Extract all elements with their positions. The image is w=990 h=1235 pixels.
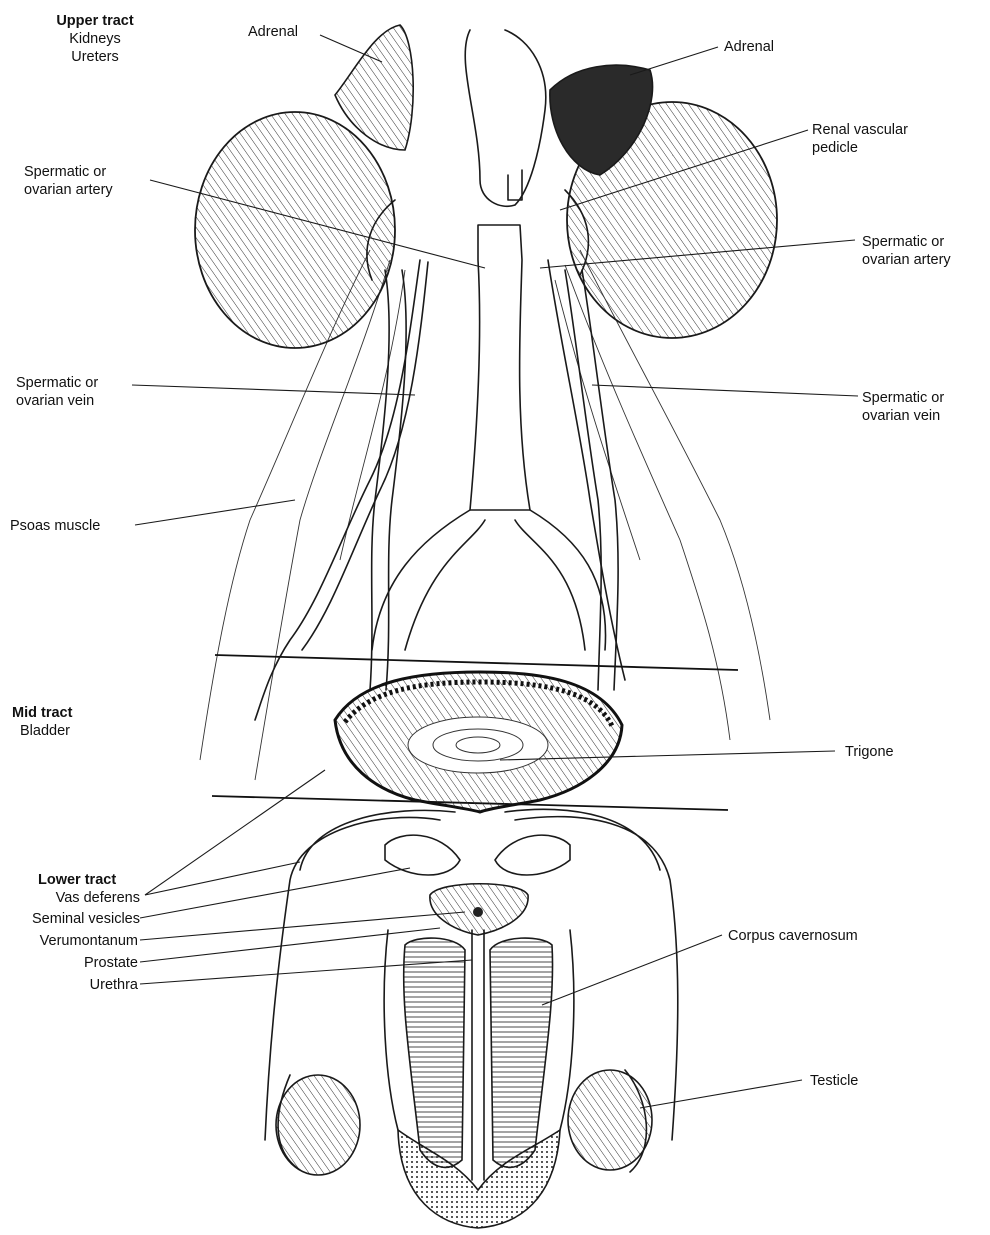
label-adrenal-left: Adrenal xyxy=(248,23,298,41)
label-renal-vascular-pedicle-1: Renal vascular xyxy=(812,121,908,139)
aortic-bifurcation xyxy=(372,510,606,650)
label-adrenal-right: Adrenal xyxy=(724,38,774,56)
label-spermatic-artery-left-1: Spermatic or xyxy=(24,163,106,181)
label-corpus-cavernosum: Corpus cavernosum xyxy=(728,927,858,945)
label-seminal-vesicles: Seminal vesicles xyxy=(0,910,140,928)
label-prostate: Prostate xyxy=(0,954,138,972)
label-spermatic-artery-right-2: ovarian artery xyxy=(862,251,951,269)
vena-cava xyxy=(465,30,546,206)
label-psoas-muscle: Psoas muscle xyxy=(10,517,100,535)
trigone-area xyxy=(408,717,548,773)
seminal-vesicle-right xyxy=(495,835,570,875)
verumontanum-mark xyxy=(473,907,483,917)
label-spermatic-artery-left-2: ovarian artery xyxy=(24,181,113,199)
mid-tract-title: Mid tract xyxy=(12,704,72,722)
label-urethra: Urethra xyxy=(0,976,138,994)
testicle-right xyxy=(568,1070,652,1170)
corpus-cavernosum-right xyxy=(490,938,553,1167)
label-spermatic-vein-left-1: Spermatic or xyxy=(16,374,98,392)
label-spermatic-vein-right-1: Spermatic or xyxy=(862,389,944,407)
label-trigone: Trigone xyxy=(845,743,894,761)
ureter-left xyxy=(370,270,389,690)
label-renal-vascular-pedicle-2: pedicle xyxy=(812,139,858,157)
ureter-right xyxy=(565,270,601,690)
label-vas-deferens: Vas deferens xyxy=(0,889,140,907)
corpus-cavernosum-left xyxy=(404,938,465,1167)
upper-tract-ureters: Ureters xyxy=(40,48,150,66)
label-spermatic-vein-right-2: ovarian vein xyxy=(862,407,940,425)
lower-tract-title: Lower tract xyxy=(38,871,116,889)
mid-tract-bladder: Bladder xyxy=(20,722,70,740)
aorta xyxy=(470,225,530,510)
label-verumontanum: Verumontanum xyxy=(0,932,138,950)
label-testicle: Testicle xyxy=(810,1072,858,1090)
label-spermatic-artery-right-1: Spermatic or xyxy=(862,233,944,251)
urethra-channel xyxy=(472,930,484,1180)
upper-tract-kidneys: Kidneys xyxy=(40,30,150,48)
upper-tract-title: Upper tract xyxy=(40,12,150,30)
spermatic-vein-right xyxy=(548,260,625,680)
label-spermatic-vein-left-2: ovarian vein xyxy=(16,392,94,410)
seminal-vesicle-left xyxy=(385,835,460,875)
divider-upper-mid xyxy=(215,655,738,670)
kidney-left xyxy=(195,112,395,348)
